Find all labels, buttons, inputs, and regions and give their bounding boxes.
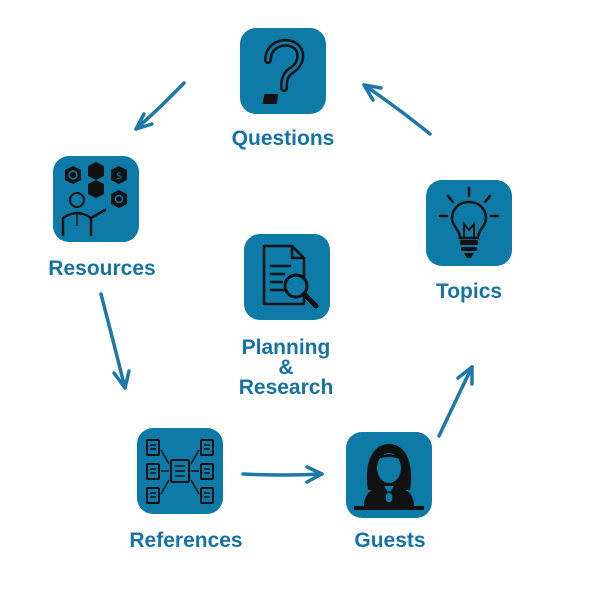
- arrow-references-to-guests: [241, 465, 324, 484]
- document-search-icon: [262, 244, 319, 309]
- resources-label: Resources: [48, 257, 156, 280]
- references-label: References: [129, 529, 243, 552]
- resources-tile: $: [53, 156, 139, 242]
- arrow-questions-to-resources: [134, 81, 186, 131]
- topics-tile: [426, 180, 512, 266]
- ampersand-text: &: [278, 356, 294, 379]
- arrow-resources-to-references: [99, 292, 131, 390]
- research-text: Research: [238, 376, 334, 399]
- planning-research-tile: [244, 234, 330, 320]
- guests-label: Guests: [354, 529, 426, 552]
- references-tile: [137, 428, 223, 514]
- guests-tile: [346, 432, 432, 518]
- svg-text:$: $: [116, 171, 122, 182]
- planning-text: Planning: [241, 336, 331, 359]
- planning-research-label: Planning & Research: [226, 336, 346, 399]
- questions-label: Questions: [231, 127, 335, 150]
- topics-label: Topics: [435, 280, 503, 303]
- arrow-guests-to-topics: [437, 365, 474, 438]
- business-resources-icon: $: [61, 162, 127, 236]
- lightbulb-icon: [438, 186, 500, 258]
- question-mark-icon: [262, 38, 305, 104]
- arrow-topics-to-questions: [362, 83, 432, 136]
- questions-tile: [240, 28, 326, 114]
- guest-speaker-icon: [354, 444, 424, 510]
- document-network-icon: [146, 439, 214, 504]
